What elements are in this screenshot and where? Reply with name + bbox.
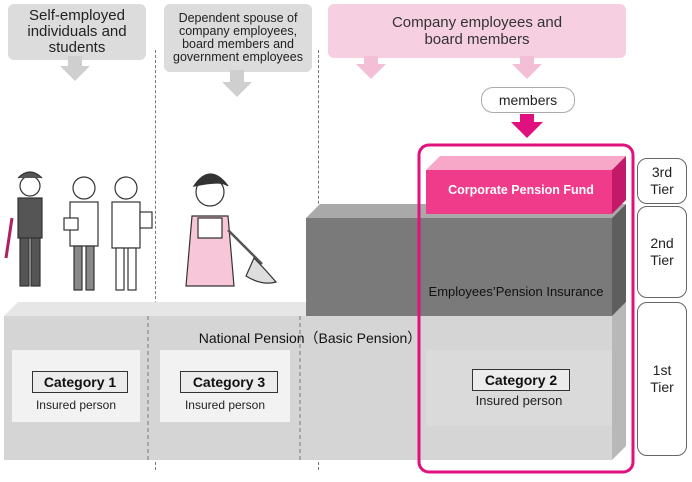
down-arrow-icon-dependent xyxy=(222,70,252,97)
self-employed-label: Self-employed individuals and students xyxy=(27,7,127,56)
corporate-fund-front xyxy=(426,170,612,214)
corporate-fund-label: Corporate Pension Fund xyxy=(448,183,594,197)
tier-1-label: 1st Tier xyxy=(650,361,674,396)
national-pension-side xyxy=(612,302,626,460)
corporate-fund-side xyxy=(612,156,626,214)
self-employed-header: Self-employed individuals and students xyxy=(8,4,146,60)
category-1-title: Category 1 xyxy=(32,371,128,393)
tier-3-label-box: 3rd Tier xyxy=(637,158,687,204)
category-2-highlight-outline xyxy=(417,143,635,474)
category-2-subtitle: Insured person xyxy=(475,393,563,408)
category-1-panel: Category 1 Insured person xyxy=(12,350,140,422)
national-pension-label: National Pension（Basic Pension） xyxy=(198,330,422,346)
corporate-fund-top xyxy=(426,156,626,170)
down-arrow-icon-company-right xyxy=(512,56,542,79)
down-arrow-icon-self-employed xyxy=(60,56,90,81)
dependent-spouse-header: Dependent spouse of company employees, b… xyxy=(164,4,312,72)
category-3-subtitle: Insured person xyxy=(184,398,266,412)
category-3-title: Category 3 xyxy=(180,371,278,393)
employees-pension-label: Employees’Pension Insurance xyxy=(428,284,604,299)
company-employees-label: Company employees and board members xyxy=(391,13,563,48)
down-arrows xyxy=(60,56,543,138)
category-1-subtitle: Insured person xyxy=(35,398,117,412)
housewife-illustration xyxy=(185,173,278,287)
employees-pension-side xyxy=(612,204,626,316)
category-3-panel: Category 3 Insured person xyxy=(160,350,290,422)
employees-pension-front xyxy=(306,218,612,316)
self-employed-people-illustration xyxy=(4,171,153,291)
down-arrow-icon-members xyxy=(511,114,543,138)
dependent-spouse-label: Dependent spouse of company employees, b… xyxy=(173,10,303,65)
tier-3-label: 3rd Tier xyxy=(650,163,674,198)
members-badge: members xyxy=(481,87,575,113)
tier-2-label-box: 2nd Tier xyxy=(637,206,687,298)
down-arrow-icon-company-left xyxy=(356,56,386,79)
column-divider-1 xyxy=(155,50,156,470)
tier-1-label-box: 1st Tier xyxy=(637,302,687,456)
company-employees-header: Company employees and board members xyxy=(328,4,626,58)
category-2-title: Category 2 xyxy=(472,369,570,391)
tier-2-label: 2nd Tier xyxy=(650,234,674,269)
category-2-panel: Category 2 Insured person xyxy=(426,350,612,426)
members-label: members xyxy=(498,92,558,108)
